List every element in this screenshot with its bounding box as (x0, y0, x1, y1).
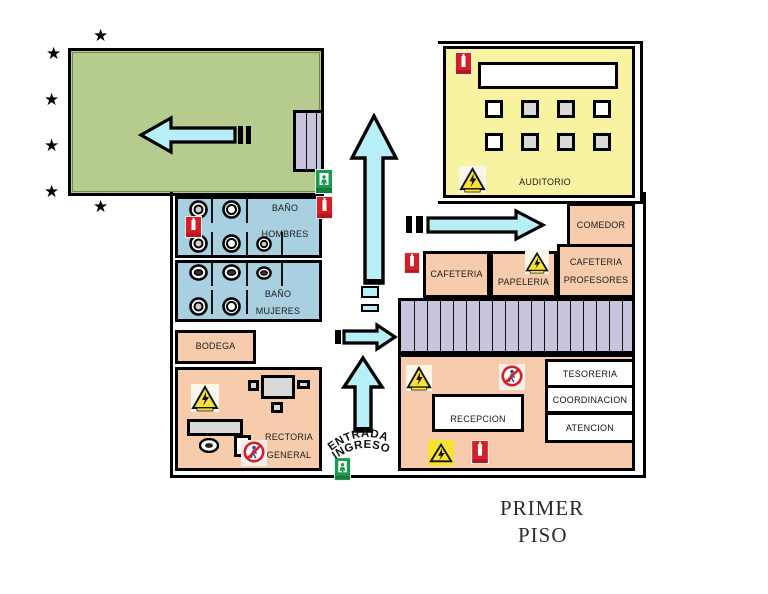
stall-divider (246, 290, 248, 314)
toilet-fixture-icon (222, 234, 241, 258)
auditorio-seat-block (485, 100, 503, 118)
electrical-hazard-sign (428, 440, 454, 466)
auditorio-stage (478, 62, 618, 89)
chair (271, 402, 283, 413)
electrical-hazard-sign (191, 384, 219, 412)
toilet-fixture-icon (222, 297, 241, 321)
room-bodega[interactable]: BODEGA (175, 330, 256, 364)
toilet-fixture-icon (222, 264, 241, 286)
stall-divider (246, 232, 248, 256)
stall-divider (211, 262, 213, 286)
stall-divider (281, 262, 283, 286)
auditorio-seat-block (557, 133, 575, 151)
conference-table (261, 375, 295, 399)
stall-divider (281, 232, 283, 256)
label-tesoreria: TESORERIA (562, 368, 618, 379)
electrical-hazard-sign (406, 365, 432, 391)
no-entry-person-sign (241, 440, 267, 466)
auditorio-seat-block (593, 100, 611, 118)
auditorio-seat-block (557, 100, 575, 118)
stall-divider (211, 290, 213, 314)
star-icon: ★ (44, 182, 60, 201)
chair (248, 380, 259, 391)
entrada-curved-text: ENTRADA INGRESO (326, 424, 402, 466)
arrow-right-corridor (335, 322, 398, 352)
corridor-marker (361, 304, 379, 312)
room-cafeteria-profesores[interactable] (557, 244, 635, 298)
stall-divider (211, 199, 213, 223)
label-coordinacion: COORDINACION (552, 394, 628, 405)
building-outline-right-upper (438, 41, 643, 204)
star-icon: ★ (93, 26, 109, 45)
electrical-hazard-sign (459, 166, 486, 193)
page-title-line2: PISO (518, 523, 568, 547)
star-icon: ★ (44, 136, 60, 155)
stairs-side-vertical[interactable] (293, 110, 324, 172)
star-icon: ★ (46, 44, 62, 63)
toilet-fixture-icon (256, 266, 272, 285)
fire-extinguisher-sign (471, 440, 489, 464)
emergency-exit-sign (334, 457, 351, 481)
stool-icon (198, 437, 220, 458)
stall-divider (246, 199, 248, 223)
toilet-fixture-icon (189, 264, 208, 286)
stairs-main-horizontal[interactable] (398, 298, 635, 354)
fire-extinguisher-sign (455, 52, 472, 75)
electrical-hazard-sign (525, 250, 549, 274)
chair (297, 380, 310, 389)
stall-divider (246, 262, 248, 286)
stall-divider (211, 232, 213, 256)
fire-extinguisher-sign (316, 196, 333, 219)
toilet-fixture-icon (222, 200, 241, 224)
fire-extinguisher-sign (185, 216, 202, 238)
toilet-fixture-icon (189, 297, 208, 321)
auditorio-seat-block (521, 133, 539, 151)
building-outline-lower (170, 192, 646, 478)
auditorio-seat-block (521, 100, 539, 118)
auditorio-seat-block (593, 133, 611, 151)
no-entry-person-sign (499, 364, 525, 390)
office-atencion[interactable]: ATENCION (545, 412, 635, 443)
star-icon: ★ (44, 90, 60, 109)
corridor-marker (361, 286, 379, 298)
desk (187, 419, 243, 436)
emergency-exit-sign (315, 169, 333, 194)
room-aula-magna[interactable] (68, 48, 324, 196)
fire-extinguisher-sign (404, 252, 420, 274)
office-coordinacion[interactable]: COORDINACION (545, 385, 635, 414)
arrow-left-evacuation (137, 115, 253, 155)
page-title-line1: PRIMER (500, 496, 585, 520)
star-icon: ★ (93, 197, 109, 216)
arrow-up-entrance (340, 354, 386, 437)
arrow-right-auditorio (406, 208, 547, 242)
label-atencion: ATENCION (565, 422, 615, 433)
arrow-up-main-corridor (348, 112, 400, 289)
auditorio-seat-block (485, 133, 503, 151)
toilet-fixture-icon (256, 236, 272, 257)
